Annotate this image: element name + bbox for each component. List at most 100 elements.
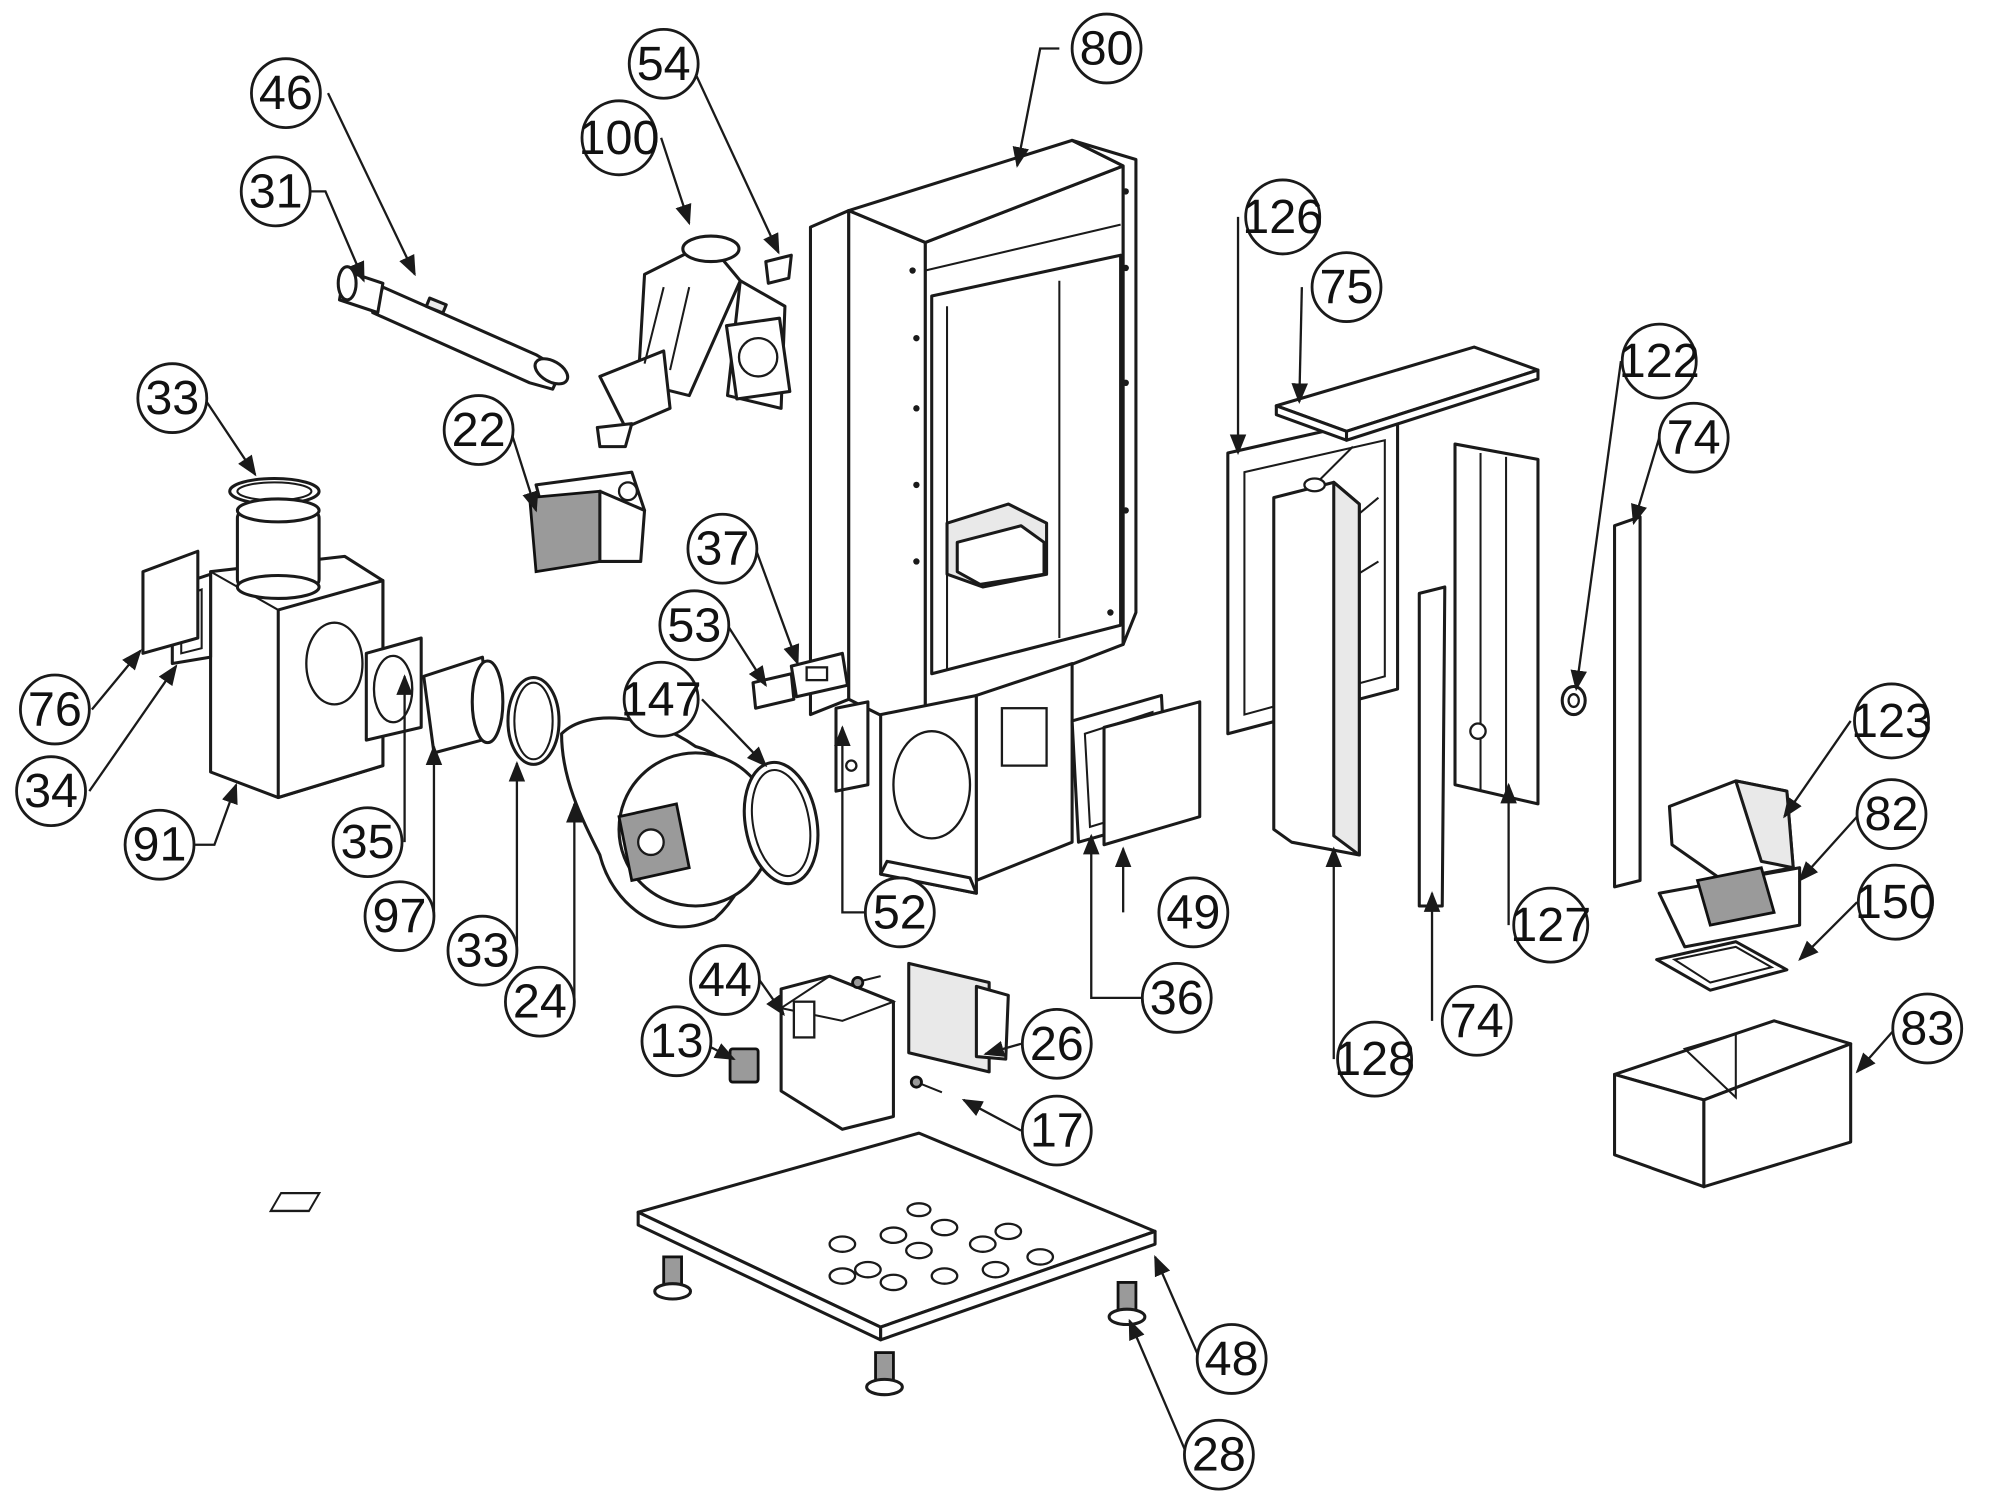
callout-33-lower: 33 <box>446 914 519 987</box>
callout-17: 17 <box>1020 1094 1093 1167</box>
part-123-burner-cover <box>1667 779 1795 882</box>
part-35-gasket <box>364 636 423 742</box>
part-33-ring-lower <box>506 676 561 766</box>
callout-80: 80 <box>1070 12 1143 85</box>
part-82-burner-pot <box>1657 866 1802 949</box>
callout-label: 31 <box>249 164 303 218</box>
callout-label: 33 <box>145 371 199 425</box>
callout-label: 74 <box>1450 994 1504 1048</box>
callout-128: 128 <box>1334 1020 1415 1098</box>
callout-54: 54 <box>627 27 700 100</box>
callout-100: 100 <box>579 99 660 177</box>
callout-91: 91 <box>123 808 196 881</box>
callout-74-upper: 74 <box>1657 401 1730 474</box>
callout-label: 26 <box>1030 1017 1084 1071</box>
callout-123: 123 <box>1851 682 1932 760</box>
callout-label: 147 <box>621 672 702 726</box>
callout-147: 147 <box>621 660 702 738</box>
callout-label: 34 <box>24 764 78 818</box>
callout-26: 26 <box>1020 1007 1093 1080</box>
callout-label: 128 <box>1334 1032 1415 1086</box>
callout-label: 122 <box>1619 334 1700 388</box>
part-52-bracket <box>834 700 870 793</box>
callout-127: 127 <box>1510 886 1591 964</box>
callout-label: 126 <box>1242 190 1323 244</box>
callout-75: 75 <box>1310 251 1383 323</box>
part-75-top-plate <box>1274 345 1540 442</box>
part-100-hopper-assembly <box>595 234 793 449</box>
part-97-adapter <box>422 655 505 755</box>
part-46-pipe <box>371 285 570 391</box>
callout-24: 24 <box>504 965 576 1038</box>
part-91-collector-box <box>209 497 385 800</box>
part-83-ash-pan <box>1613 1019 1853 1189</box>
part-13-terminal-block <box>728 1047 760 1084</box>
callout-label: 44 <box>698 953 752 1007</box>
callout-74-lower: 74 <box>1440 984 1513 1057</box>
callout-label: 35 <box>341 815 395 869</box>
callout-label: 37 <box>695 522 749 576</box>
callout-48: 48 <box>1195 1323 1268 1395</box>
callout-label: 91 <box>133 818 187 872</box>
callout-36: 36 <box>1140 962 1213 1034</box>
callout-52: 52 <box>863 876 936 949</box>
callout-label: 127 <box>1510 898 1591 952</box>
callout-97: 97 <box>363 880 436 953</box>
callout-label: 46 <box>259 66 313 120</box>
callout-82: 82 <box>1855 778 1928 850</box>
callout-83: 83 <box>1891 992 1964 1065</box>
callout-label: 48 <box>1205 1332 1259 1386</box>
part-49-door <box>1102 700 1202 847</box>
callout-label: 97 <box>373 889 427 943</box>
callout-label: 13 <box>649 1014 703 1068</box>
part-17-screw <box>851 975 943 1094</box>
callout-label: 80 <box>1080 21 1134 75</box>
callout-37: 37 <box>686 512 759 585</box>
callout-53: 53 <box>658 589 731 662</box>
callout-126: 126 <box>1242 178 1323 256</box>
callout-33-upper: 33 <box>136 362 209 434</box>
callout-28: 28 <box>1183 1418 1255 1491</box>
callout-label: 75 <box>1320 260 1374 314</box>
callout-49: 49 <box>1157 876 1230 949</box>
callout-150: 150 <box>1855 863 1936 941</box>
part-22-feed-motor <box>528 470 647 574</box>
part-26-circuit-board <box>907 961 1010 1074</box>
part-128-heat-exchanger <box>1272 477 1361 857</box>
callout-76: 76 <box>19 673 91 746</box>
callout-31: 31 <box>239 155 312 228</box>
part-53-plate <box>751 672 796 710</box>
part-80-main-frame <box>808 138 1138 895</box>
callout-label: 100 <box>579 111 660 165</box>
callout-label: 52 <box>873 885 927 939</box>
callout-label: 49 <box>1166 885 1220 939</box>
callout-label: 22 <box>452 403 506 457</box>
callout-label: 53 <box>667 598 721 652</box>
callout-label: 76 <box>28 682 82 736</box>
callout-34: 34 <box>15 755 87 827</box>
callout-label: 82 <box>1865 787 1919 841</box>
part-74-strip-right <box>1613 515 1642 889</box>
callout-label: 17 <box>1030 1104 1084 1158</box>
callout-balloons: 80 54 100 46 31 33 22 37 53 147 76 34 91… <box>15 12 1964 1491</box>
callout-label: 123 <box>1851 694 1932 748</box>
part-74-strip-left <box>1417 585 1447 908</box>
callout-label: 150 <box>1855 875 1936 929</box>
callout-label: 54 <box>637 37 691 91</box>
part-150-gasket-frame <box>1655 940 1789 992</box>
callout-label: 28 <box>1192 1428 1246 1482</box>
callout-122: 122 <box>1619 322 1700 400</box>
part-48-base-frame <box>268 1131 1157 1342</box>
callout-label: 74 <box>1667 411 1721 465</box>
part-122-nut <box>1560 684 1587 717</box>
callout-label: 24 <box>513 975 567 1029</box>
callout-46: 46 <box>250 57 322 130</box>
callout-label: 36 <box>1150 971 1204 1025</box>
callout-label: 33 <box>455 924 509 978</box>
part-127-panel <box>1453 442 1540 806</box>
part-76-cover-plate <box>141 549 200 655</box>
callout-22: 22 <box>442 394 515 466</box>
part-44-control-box <box>778 974 897 1131</box>
part-37-plate <box>789 651 850 699</box>
